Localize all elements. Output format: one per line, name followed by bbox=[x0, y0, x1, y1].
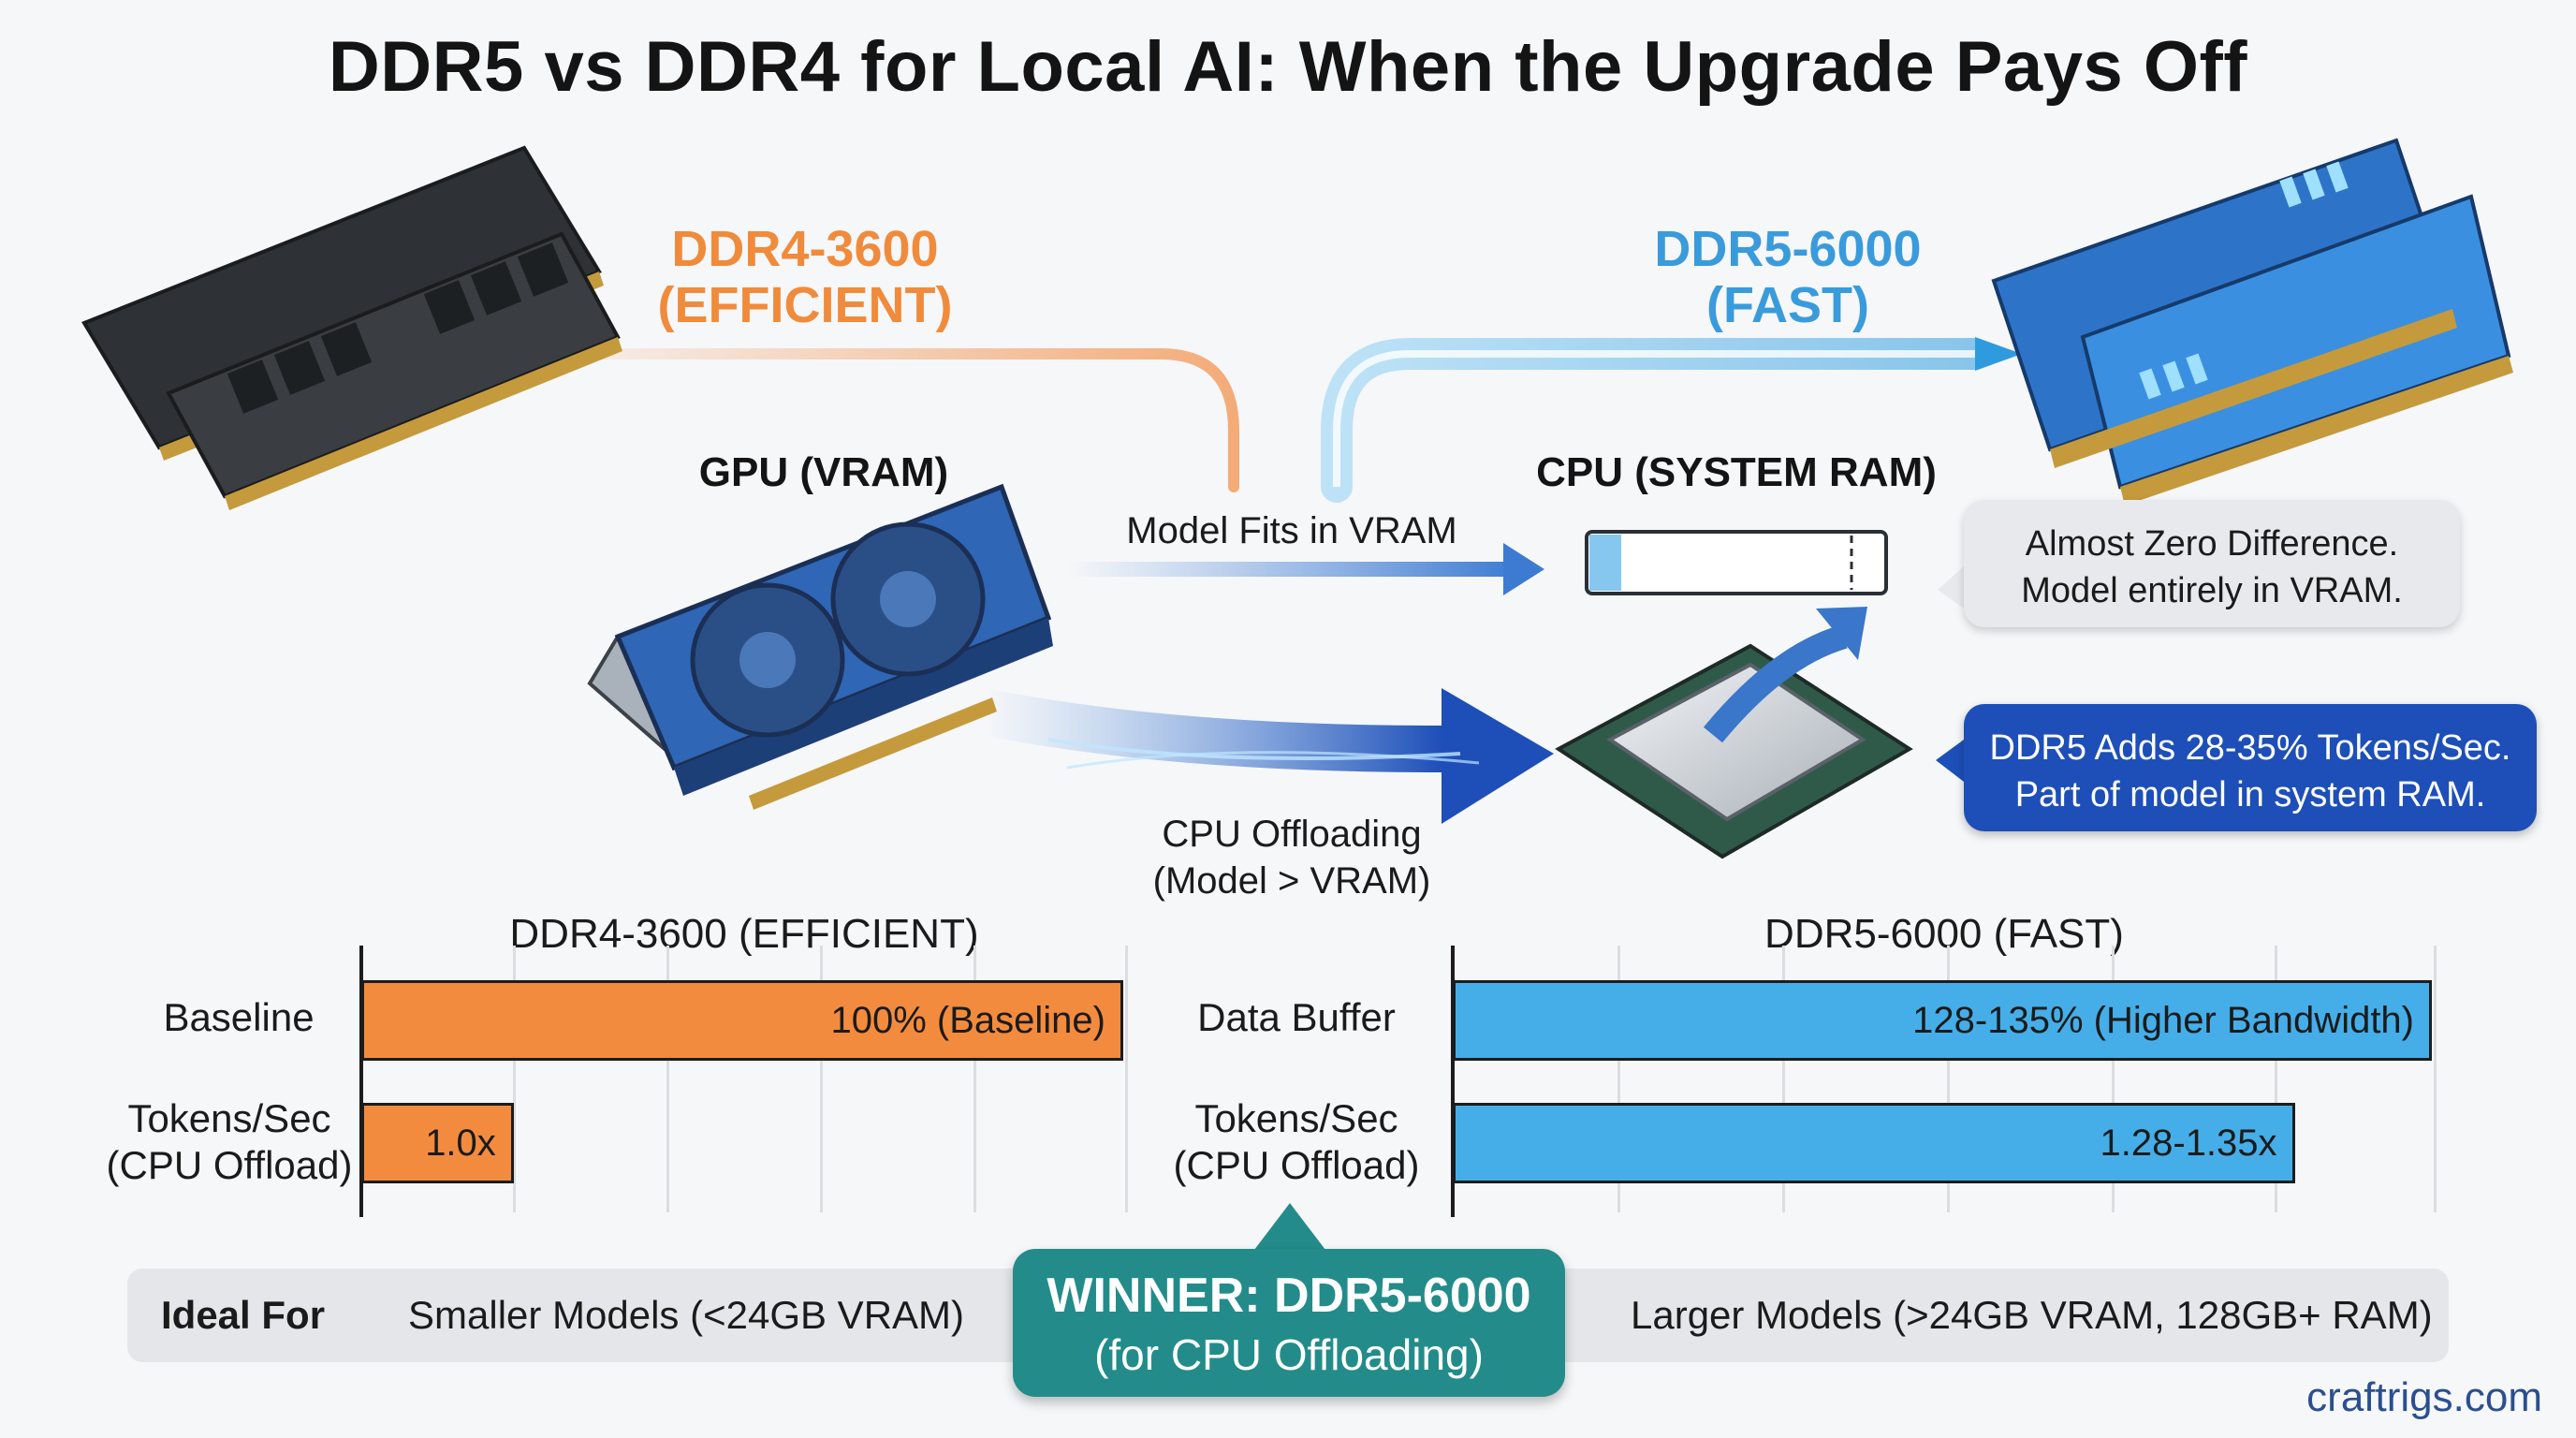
brand-footer: craftrigs.com bbox=[2306, 1374, 2542, 1420]
grid-line bbox=[1125, 946, 1128, 1212]
flow-fits-label: Model Fits in VRAM bbox=[1126, 510, 1457, 551]
bubble-zero-difference: Almost Zero Difference. Model entirely i… bbox=[1964, 500, 2460, 627]
ddr5-ram-icon bbox=[1991, 138, 2513, 506]
flow-offload-label: CPU Offloading (Model > VRAM) bbox=[1152, 814, 1431, 902]
ddr5-chart-title: DDR5-6000 (FAST) bbox=[1764, 911, 2124, 957]
grid-line bbox=[1947, 946, 1950, 1212]
ddr4-chart-axis bbox=[359, 946, 363, 1217]
gpu-icon bbox=[587, 483, 1053, 810]
bar-value-label: 1.28-1.35x bbox=[2100, 1123, 2277, 1164]
ddr5-label: DDR5-6000 (FAST) bbox=[1654, 221, 1922, 333]
page-title: DDR5 vs DDR4 for Local AI: When the Upgr… bbox=[328, 27, 2248, 107]
ddr4-row-label: Tokens/Sec (CPU Offload) bbox=[106, 1096, 353, 1187]
grid-line bbox=[973, 946, 976, 1212]
grid-line bbox=[1782, 946, 1785, 1212]
bar-value-label: 128-135% (Higher Bandwidth) bbox=[1912, 1000, 2414, 1041]
ram-slot-icon bbox=[1585, 530, 1888, 595]
ddr5-chart-axis bbox=[1451, 946, 1455, 1217]
gpu-label: GPU (VRAM) bbox=[698, 449, 949, 495]
ideal-for-label: Ideal For bbox=[161, 1293, 326, 1337]
ddr4-ram-icon bbox=[81, 145, 622, 510]
ddr5-bar-tokens: 1.28-1.35x bbox=[1453, 1103, 2295, 1183]
ddr4-bar-tokens: 1.0x bbox=[361, 1103, 514, 1183]
bar-value-label: 1.0x bbox=[425, 1123, 496, 1164]
ddr4-chart-title: DDR4-3600 (EFFICIENT) bbox=[509, 911, 979, 957]
grid-line bbox=[2275, 946, 2277, 1212]
grid-line bbox=[820, 946, 823, 1212]
grid-line bbox=[2434, 946, 2437, 1212]
cpu-chip-icon bbox=[1555, 607, 1913, 859]
ddr4-bar-baseline: 100% (Baseline) bbox=[361, 980, 1123, 1061]
ddr5-row-label: Data Buffer bbox=[1197, 995, 1396, 1039]
bubble-ddr5-adds: DDR5 Adds 28-35% Tokens/Sec. Part of mod… bbox=[1964, 704, 2537, 831]
bar-value-label: 100% (Baseline) bbox=[830, 1000, 1106, 1041]
ddr5-bar-buffer: 128-135% (Higher Bandwidth) bbox=[1453, 980, 2432, 1061]
cpu-label: CPU (SYSTEM RAM) bbox=[1536, 449, 1937, 495]
grid-line bbox=[666, 946, 669, 1212]
ideal-for-ddr5: Larger Models (>24GB VRAM, 128GB+ RAM) bbox=[1631, 1293, 2433, 1337]
ddr5-row-label: Tokens/Sec (CPU Offload) bbox=[1173, 1096, 1420, 1187]
ideal-for-ddr4: Smaller Models (<24GB VRAM) bbox=[408, 1293, 965, 1337]
ddr4-label: DDR4-3600 (EFFICIENT) bbox=[657, 221, 953, 333]
winner-badge: WINNER: DDR5-6000 (for CPU Offloading) bbox=[1013, 1249, 1565, 1397]
ddr4-row-label: Baseline bbox=[163, 995, 315, 1039]
grid-line bbox=[2112, 946, 2115, 1212]
grid-line bbox=[513, 946, 516, 1212]
grid-line bbox=[1617, 946, 1620, 1212]
